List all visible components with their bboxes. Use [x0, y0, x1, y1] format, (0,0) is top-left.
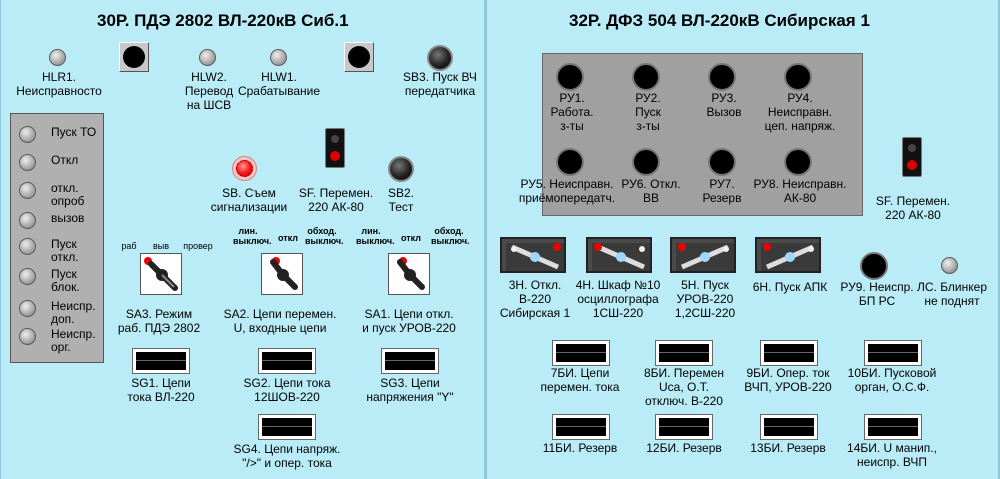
ru5-button[interactable] — [556, 148, 584, 176]
ru3-label: РУ3.Вызов — [706, 91, 742, 119]
reset-button-1[interactable] — [119, 42, 149, 72]
panel-title: 32Р. ДФЗ 504 ВЛ-220кВ Сибирская 1 — [569, 11, 870, 30]
sf-label: SF. Перемен.220 АК-80 — [298, 186, 374, 214]
sg4-label: SG4. Цепи напряж."/>" и опер. тока — [233, 442, 341, 470]
ru8-label: РУ8. Неисправн.АК-80 — [753, 177, 847, 205]
sb2-label: SB2.Тест — [387, 186, 414, 214]
sb2-button[interactable] — [388, 156, 414, 182]
sg2-test-block[interactable] — [258, 348, 316, 374]
lamp-icon[interactable] — [19, 212, 36, 229]
ru9-button[interactable] — [860, 252, 888, 280]
10bi-test-block[interactable] — [864, 340, 922, 366]
6n-apk-device-icon[interactable] — [755, 237, 821, 273]
lamp-icon[interactable] — [19, 268, 36, 285]
sg4-test-block[interactable] — [258, 414, 316, 440]
panel-pde-2802: 30Р. ПДЭ 2802 ВЛ-220кВ Сиб.1 HLR1.Неиспр… — [0, 0, 486, 479]
sf-switch[interactable] — [325, 128, 345, 168]
sa3-rotary-switch[interactable] — [140, 253, 182, 295]
hlw2-lamp-icon[interactable] — [199, 49, 216, 66]
sa3-pos-out: выв — [152, 241, 170, 251]
13bi-test-block[interactable] — [760, 414, 818, 440]
hlr1-label: HLR1.Неисправносто — [16, 70, 102, 98]
reset-button-2[interactable] — [344, 42, 374, 72]
sa2-label: SA2. Цепи перемен.U, входные цепи — [223, 307, 337, 335]
sf-right-label: SF. Перемен.220 АК-80 — [875, 194, 951, 222]
12bi-label: 12БИ. Резерв — [646, 441, 722, 455]
ru5-label: РУ5. Неисправн.приёмопередатч. — [518, 177, 616, 205]
ls-lamp-icon[interactable] — [941, 257, 958, 274]
lamp-icon[interactable] — [19, 182, 36, 199]
sa1-pos-bypass: обход. выключ. — [431, 226, 470, 246]
lamp-icon[interactable] — [19, 238, 36, 255]
sa1-label: SA1. Цепи откл.и пуск УРОВ-220 — [362, 307, 456, 335]
lamp-icon[interactable] — [19, 154, 36, 171]
ru6-button[interactable] — [632, 148, 660, 176]
sb-reset-button[interactable] — [232, 156, 257, 181]
14bi-test-block[interactable] — [864, 414, 922, 440]
sb3-button[interactable] — [427, 45, 453, 71]
6n-label: 6Н. Пуск АПК — [752, 280, 828, 294]
8bi-test-block[interactable] — [655, 340, 713, 366]
hlw1-lamp-icon[interactable] — [270, 49, 287, 66]
sa1-rotary-switch[interactable] — [388, 253, 430, 295]
ru7-button[interactable] — [708, 148, 736, 176]
7bi-test-block[interactable] — [552, 340, 610, 366]
hlw1-label: HLW1.Срабатывание — [237, 70, 321, 98]
ru3-button[interactable] — [708, 63, 736, 91]
13bi-label: 13БИ. Резерв — [750, 441, 826, 455]
lamp-icon[interactable] — [19, 300, 36, 317]
9bi-test-block[interactable] — [760, 340, 818, 366]
lamp-icon[interactable] — [19, 126, 36, 143]
ru4-label: РУ4.Неисправн.цеп. напряж. — [764, 91, 836, 133]
ru6-label: РУ6. Откл.ВВ — [621, 177, 681, 205]
5n-apk-device-icon[interactable] — [670, 237, 736, 273]
12bi-test-block[interactable] — [655, 414, 713, 440]
sa1-pos-off: откл — [400, 233, 421, 243]
ru7-label: РУ7.Резерв — [702, 177, 742, 205]
11bi-label: 11БИ. Резерв — [542, 441, 618, 455]
ru2-button[interactable] — [632, 63, 660, 91]
sa3-pos-test: провер — [183, 241, 213, 251]
hlr1-lamp-icon[interactable] — [49, 49, 66, 66]
sa2-pos-off: откл — [277, 233, 298, 243]
sa2-pos-bypass: обход. выключ. — [305, 226, 344, 246]
sf-right-switch[interactable] — [902, 137, 922, 177]
sa2-rotary-switch[interactable] — [261, 253, 303, 295]
ru8-button[interactable] — [784, 148, 812, 176]
ru1-button[interactable] — [556, 63, 584, 91]
14bi-label: 14БИ. U манип.,неиспр. ВЧП — [847, 441, 937, 469]
sa2-pos-line: лин. выключ. — [233, 226, 272, 246]
sg3-test-block[interactable] — [381, 348, 439, 374]
ru4-button[interactable] — [784, 63, 812, 91]
sa1-pos-line: лин. выключ. — [356, 226, 395, 246]
indicator-box: Пуск ТО Откл откл. опроб вызов Пуск откл… — [10, 113, 104, 363]
11bi-test-block[interactable] — [552, 414, 610, 440]
ru9-label: РУ9. Неиспр.БП РС — [840, 280, 914, 308]
ru1-label: РУ1.Работа.з-ты — [550, 91, 594, 133]
sa3-pos-work: раб — [121, 241, 137, 251]
lamp-icon[interactable] — [19, 328, 36, 345]
red-lamp-icon — [236, 160, 253, 177]
3n-apk-device-icon[interactable] — [500, 237, 566, 273]
panel-title: 30Р. ПДЭ 2802 ВЛ-220кВ Сиб.1 — [97, 11, 349, 30]
sg1-test-block[interactable] — [132, 348, 190, 374]
4n-apk-device-icon[interactable] — [586, 237, 652, 273]
